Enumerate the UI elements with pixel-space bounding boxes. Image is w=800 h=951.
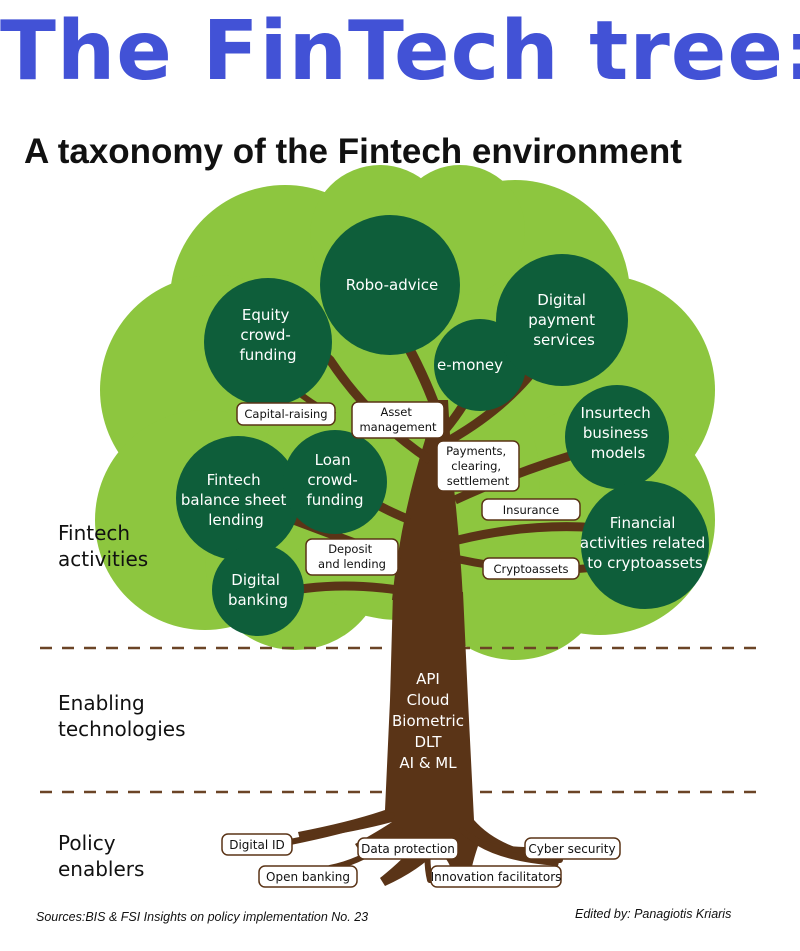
label-crypto-activities: Financial activities related to cryptoas… xyxy=(580,514,710,572)
label-insurance: Insurance xyxy=(503,503,559,517)
tech-cloud: Cloud xyxy=(407,691,450,709)
page-subtitle: A taxonomy of the Fintech environment xyxy=(24,132,682,171)
category-labels: Capital-raising Asset management Payment… xyxy=(244,405,568,576)
box-deposit-lending xyxy=(305,538,399,576)
technology-labels: API Cloud Biometric DLT AI & ML xyxy=(392,670,464,772)
layer-label-activities: Fintech activities xyxy=(58,520,238,572)
tech-api: API xyxy=(416,670,440,688)
label-insurtech: Insurtech business models xyxy=(580,404,655,462)
box-cyber-security xyxy=(524,837,621,860)
policy-boxes xyxy=(221,833,621,888)
activity-circles xyxy=(176,215,709,636)
box-data-protection xyxy=(357,837,459,860)
box-payments xyxy=(436,440,520,492)
tech-ai-ml: AI & ML xyxy=(399,754,457,772)
footer-editor: Edited by: Panagiotis Kriaris xyxy=(575,907,732,921)
page-title: The FinTech tree: xyxy=(0,4,800,99)
tech-biometric: Biometric xyxy=(392,712,464,730)
circle-digital-banking xyxy=(212,544,304,636)
label-robo-advice: Robo-advice xyxy=(346,276,439,294)
box-asset-management xyxy=(351,401,445,439)
label-cryptoassets: Cryptoassets xyxy=(493,562,568,576)
circle-loan-crowdfunding xyxy=(283,430,387,534)
label-deposit-lending: Deposit and lending xyxy=(318,542,386,571)
label-equity: Equity crowd- funding xyxy=(239,306,296,364)
label-innovation-facilitators: Innovation facilitators xyxy=(431,870,562,884)
circle-robo-advice xyxy=(320,215,460,355)
label-capital-raising: Capital-raising xyxy=(244,407,327,421)
label-digital-banking: Digital banking xyxy=(228,571,288,609)
box-insurance xyxy=(481,498,581,521)
activity-labels: Equity crowd- funding Robo-advice e-mone… xyxy=(181,276,710,609)
footer-source: Sources:BIS & FSI Insights on policy imp… xyxy=(36,910,369,924)
label-open-banking: Open banking xyxy=(266,870,350,884)
layer-label-technologies-line2: technologies xyxy=(58,717,186,741)
layer-label-activities-line1: Fintech xyxy=(58,521,131,545)
label-payments: Payments, clearing, settlement xyxy=(446,444,510,488)
label-digital-id: Digital ID xyxy=(229,838,285,852)
label-asset-management: Asset management xyxy=(359,405,437,434)
tech-dlt: DLT xyxy=(414,733,442,751)
circle-equity-crowdfunding xyxy=(204,278,332,406)
box-cryptoassets xyxy=(482,557,580,580)
circle-digital-payment xyxy=(496,254,628,386)
label-digital-payment: Digital payment services xyxy=(528,291,600,349)
box-open-banking xyxy=(258,865,358,888)
box-innovation-facilitators xyxy=(430,865,562,888)
label-data-protection: Data protection xyxy=(361,842,455,856)
circle-fintech-balance-sheet xyxy=(176,436,300,560)
category-boxes xyxy=(236,401,581,580)
box-digital-id xyxy=(221,833,293,856)
circle-insurtech xyxy=(565,385,669,489)
circle-crypto-activities xyxy=(581,481,709,609)
layer-label-technologies: Enabling technologies xyxy=(58,690,238,742)
label-loan-crowdfunding: Loan crowd- funding xyxy=(306,451,363,509)
box-capital-raising xyxy=(236,402,336,426)
policy-labels: Digital ID Data protection Cyber securit… xyxy=(229,838,615,884)
layer-label-activities-line2: activities xyxy=(58,547,149,571)
layer-label-policy-line2: enablers xyxy=(58,857,145,881)
label-fintech-balance-sheet: Fintech balance sheet lending xyxy=(181,471,291,529)
layer-label-policy: Policy enablers xyxy=(58,830,238,882)
label-cyber-security: Cyber security xyxy=(528,842,615,856)
layer-label-technologies-line1: Enabling xyxy=(58,691,145,715)
label-e-money: e-money xyxy=(437,356,503,374)
layer-label-policy-line1: Policy xyxy=(58,831,116,855)
